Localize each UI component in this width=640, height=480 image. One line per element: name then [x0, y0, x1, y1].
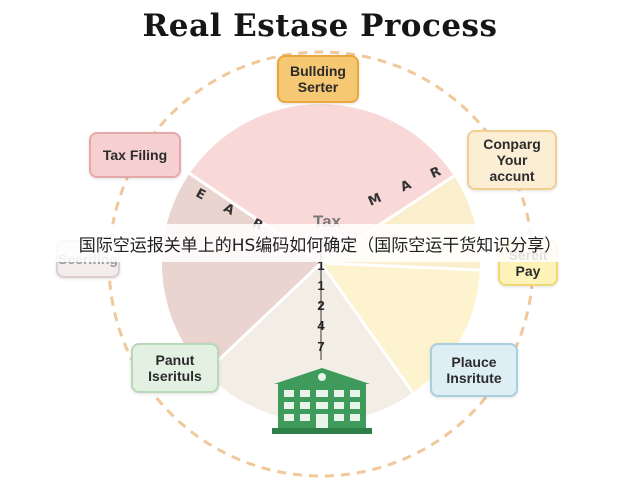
segment-left — [161, 173, 321, 373]
node-tax-filing: Tax Filing — [89, 132, 181, 178]
center-number: 1 — [317, 278, 325, 293]
node-panut-iserituls: Panut Iserituls — [131, 343, 219, 393]
center-number: 1 — [317, 258, 325, 273]
center-number: 7 — [317, 339, 325, 354]
center-number: 2 — [317, 298, 325, 313]
segment-dividers — [188, 171, 481, 394]
overlay-caption: 国际空运报关单上的HS编码如何确定（国际空运干货知识分享） — [0, 224, 640, 262]
center-number: 4 — [317, 318, 325, 333]
segment-top — [189, 104, 454, 263]
bank-building-icon — [272, 368, 372, 434]
diagram-title: Real Estase Process — [142, 8, 498, 44]
node-plauce-insritute: Plauce Insritute — [430, 343, 518, 397]
node-building-serter: Bullding Serter — [277, 55, 359, 103]
node-conparg-account: Conparg Your accunt — [467, 130, 557, 190]
